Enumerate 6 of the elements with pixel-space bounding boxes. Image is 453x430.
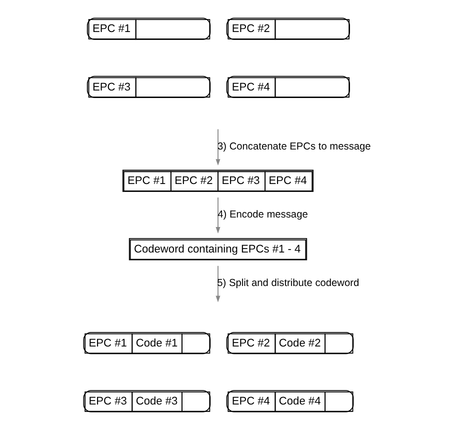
- edge-label: 5) Split and distribute codeword: [216, 278, 359, 289]
- edge-label: 3) Concatenate EPCs to message: [216, 141, 370, 152]
- arrow: [215, 128, 220, 166]
- arrow: [215, 197, 220, 234]
- edge-label: 4) Encode message: [217, 210, 308, 221]
- arrow: [215, 265, 220, 302]
